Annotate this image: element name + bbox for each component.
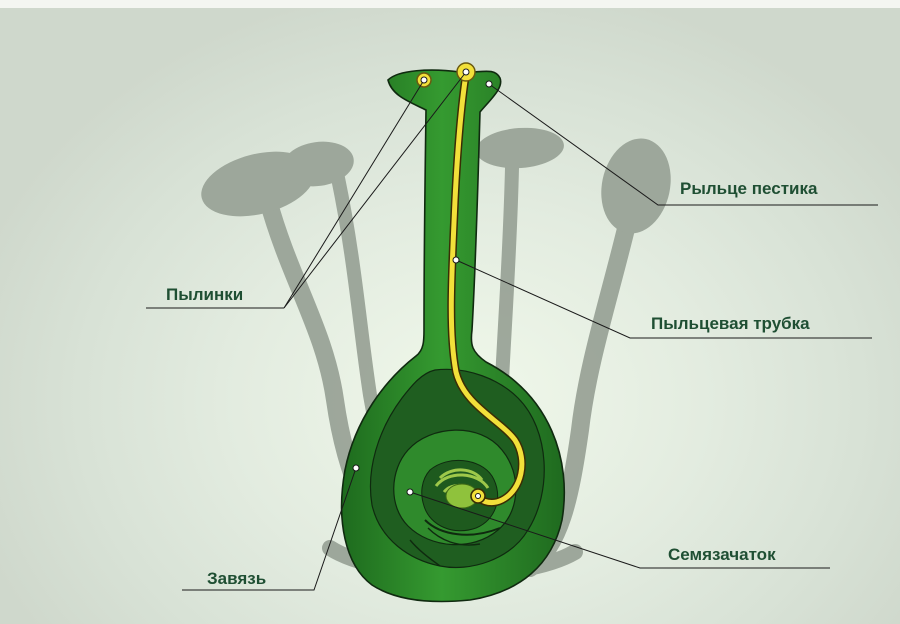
dot-pollen-right [463, 69, 469, 75]
dot-ovule [407, 489, 413, 495]
dot-pollen-tube [453, 257, 459, 263]
label-stigma: Рыльце пестика [680, 179, 817, 199]
dot-pollen-left [421, 77, 427, 83]
dot-stigma [486, 81, 492, 87]
dot-tube-tip [476, 494, 481, 499]
stamen-right-inner [475, 125, 566, 380]
label-pollen-grains: Пылинки [166, 285, 243, 305]
label-pollen-tube: Пыльцевая трубка [651, 314, 810, 334]
dot-ovary [353, 465, 359, 471]
label-ovary: Завязь [207, 569, 266, 589]
label-ovule: Семязачаток [668, 545, 776, 565]
